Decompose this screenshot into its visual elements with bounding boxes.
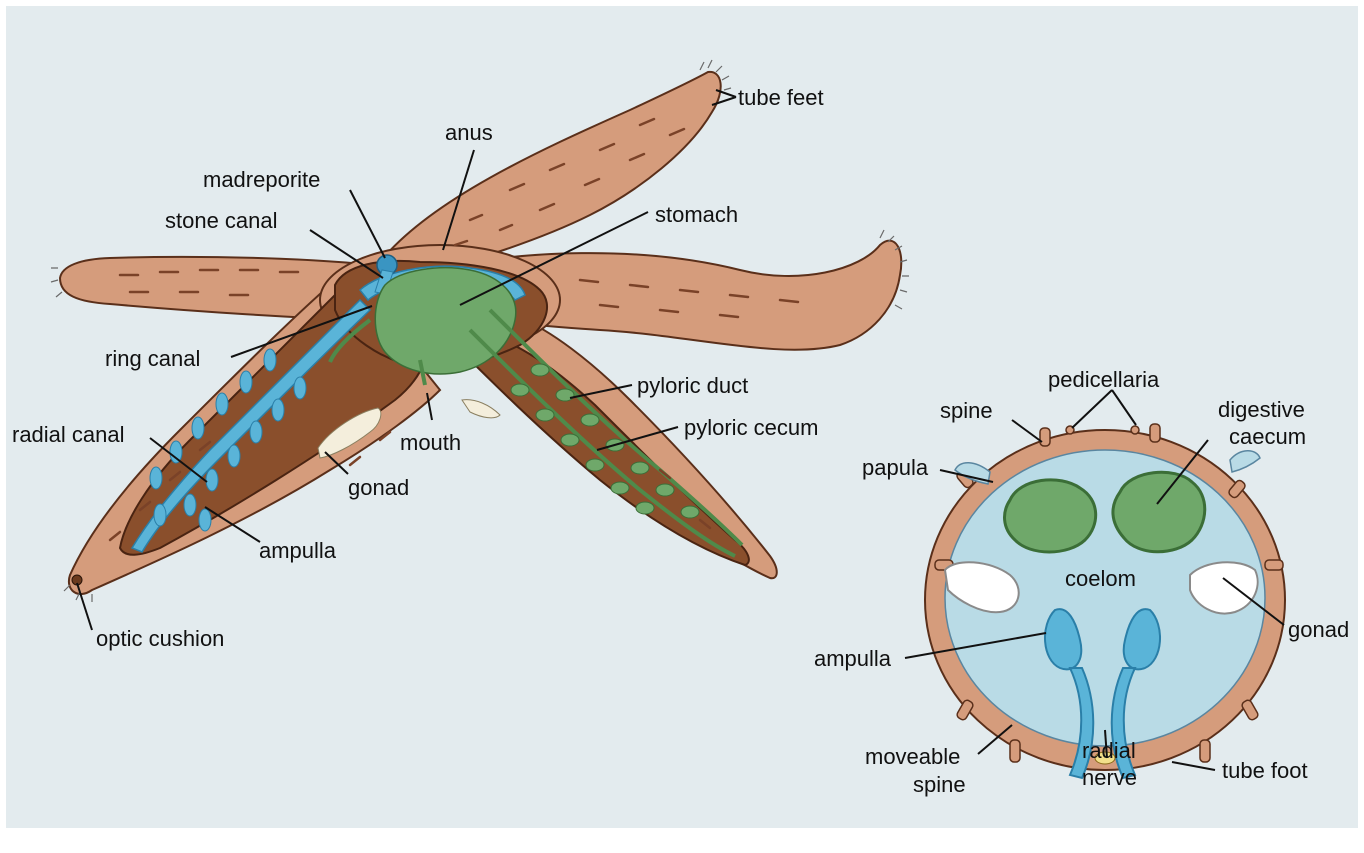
label-pyloric-cecum: pyloric cecum — [684, 415, 818, 440]
label-tube-foot: tube foot — [1222, 758, 1308, 783]
digestive-caecum-left — [1005, 480, 1096, 552]
label-radial-nerve-1: radial — [1082, 738, 1136, 763]
label-ampulla-right: ampulla — [814, 646, 892, 671]
label-stone-canal: stone canal — [165, 208, 278, 233]
label-optic-cushion: optic cushion — [96, 626, 224, 651]
label-madreporite: madreporite — [203, 167, 320, 192]
label-digestive-caecum-1: digestive — [1218, 397, 1305, 422]
label-stomach: stomach — [655, 202, 738, 227]
label-gonad-right: gonad — [1288, 617, 1349, 642]
cross-section — [925, 424, 1285, 778]
label-radial-canal: radial canal — [12, 422, 125, 447]
label-ampulla-left: ampulla — [259, 538, 337, 563]
label-ring-canal: ring canal — [105, 346, 200, 371]
label-pedicellaria: pedicellaria — [1048, 367, 1160, 392]
papula-shape-right — [1230, 451, 1260, 472]
label-digestive-caecum-2: caecum — [1229, 424, 1306, 449]
label-radial-nerve-2: nerve — [1082, 765, 1137, 790]
label-tube-feet: tube feet — [738, 85, 824, 110]
gonad-right-arm-shape — [462, 400, 500, 418]
label-mouth: mouth — [400, 430, 461, 455]
label-moveable-spine-2: spine — [913, 772, 966, 797]
label-papula: papula — [862, 455, 929, 480]
label-pyloric-duct: pyloric duct — [637, 373, 748, 398]
arm-upper-right — [380, 72, 721, 272]
label-spine: spine — [940, 398, 993, 423]
digestive-caecum-right — [1113, 472, 1205, 551]
label-moveable-spine-1: moveable — [865, 744, 960, 769]
label-coelom: coelom — [1065, 566, 1136, 591]
label-gonad-left: gonad — [348, 475, 409, 500]
label-anus: anus — [445, 120, 493, 145]
